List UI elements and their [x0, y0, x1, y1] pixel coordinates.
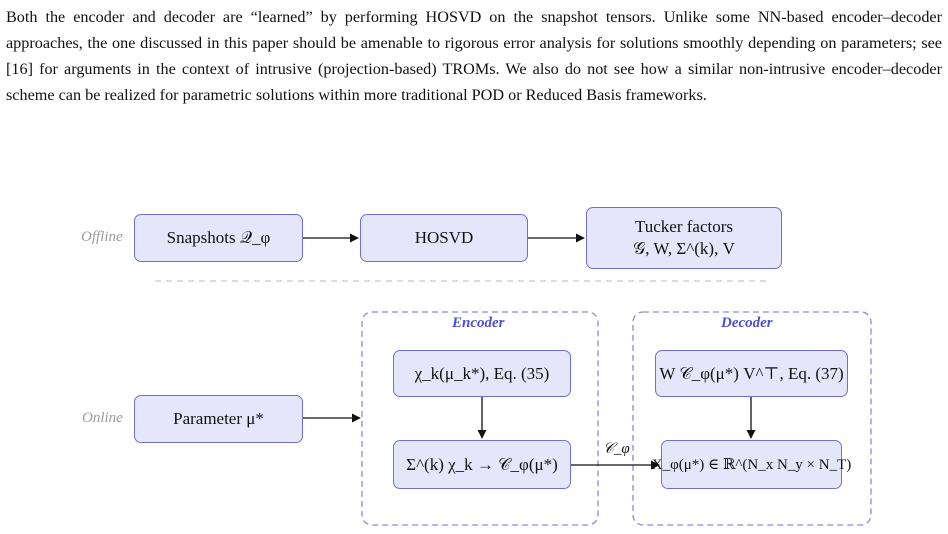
decoder-step-2: X_φ(μ*) ∈ ℝ^(N_x N_y × N_T) — [652, 440, 851, 489]
decoder-step-2-label: X_φ(μ*) ∈ ℝ^(N_x N_y × N_T) — [651, 456, 852, 473]
encoder-step-2-label: Σ^(k) χ_k → 𝒞_φ(μ*) — [406, 454, 558, 474]
tucker-factors-symbols: 𝒢, W, Σ^(k), V — [633, 239, 735, 258]
snapshots-node: Snapshots 𝒬_φ — [134, 214, 303, 262]
body-paragraph: Both the encoder and decoder are “learne… — [6, 8, 942, 104]
online-label: Online — [82, 410, 123, 426]
parameter-node: Parameter μ* — [134, 395, 303, 443]
edge-label-core-tensor: 𝒞_φ — [603, 441, 630, 457]
decoder-group — [632, 311, 872, 526]
encoder-group — [361, 311, 599, 526]
encoder-step-1: χ_k(μ_k*), Eq. (35) — [393, 350, 571, 397]
hosvd-node-label: HOSVD — [414, 228, 474, 247]
tucker-factors-title: Tucker factors — [634, 217, 734, 236]
encoder-step-2: Σ^(k) χ_k → 𝒞_φ(μ*) — [393, 440, 571, 489]
snapshots-node-label: Snapshots 𝒬_φ — [166, 228, 271, 247]
decoder-step-1: W 𝒞_φ(μ*) V^⊤, Eq. (37) — [655, 350, 848, 397]
decoder-title: Decoder — [721, 315, 773, 331]
encoder-step-1-label: χ_k(μ_k*), Eq. (35) — [414, 363, 550, 383]
encoder-title: Encoder — [452, 315, 505, 331]
tucker-factors-node: Tucker factors 𝒢, W, Σ^(k), V — [586, 207, 782, 269]
hosvd-node: HOSVD — [360, 214, 528, 262]
decoder-step-1-label: W 𝒞_φ(μ*) V^⊤, Eq. (37) — [659, 363, 844, 383]
parameter-node-label: Parameter μ* — [173, 409, 264, 428]
offline-label: Offline — [81, 229, 123, 245]
